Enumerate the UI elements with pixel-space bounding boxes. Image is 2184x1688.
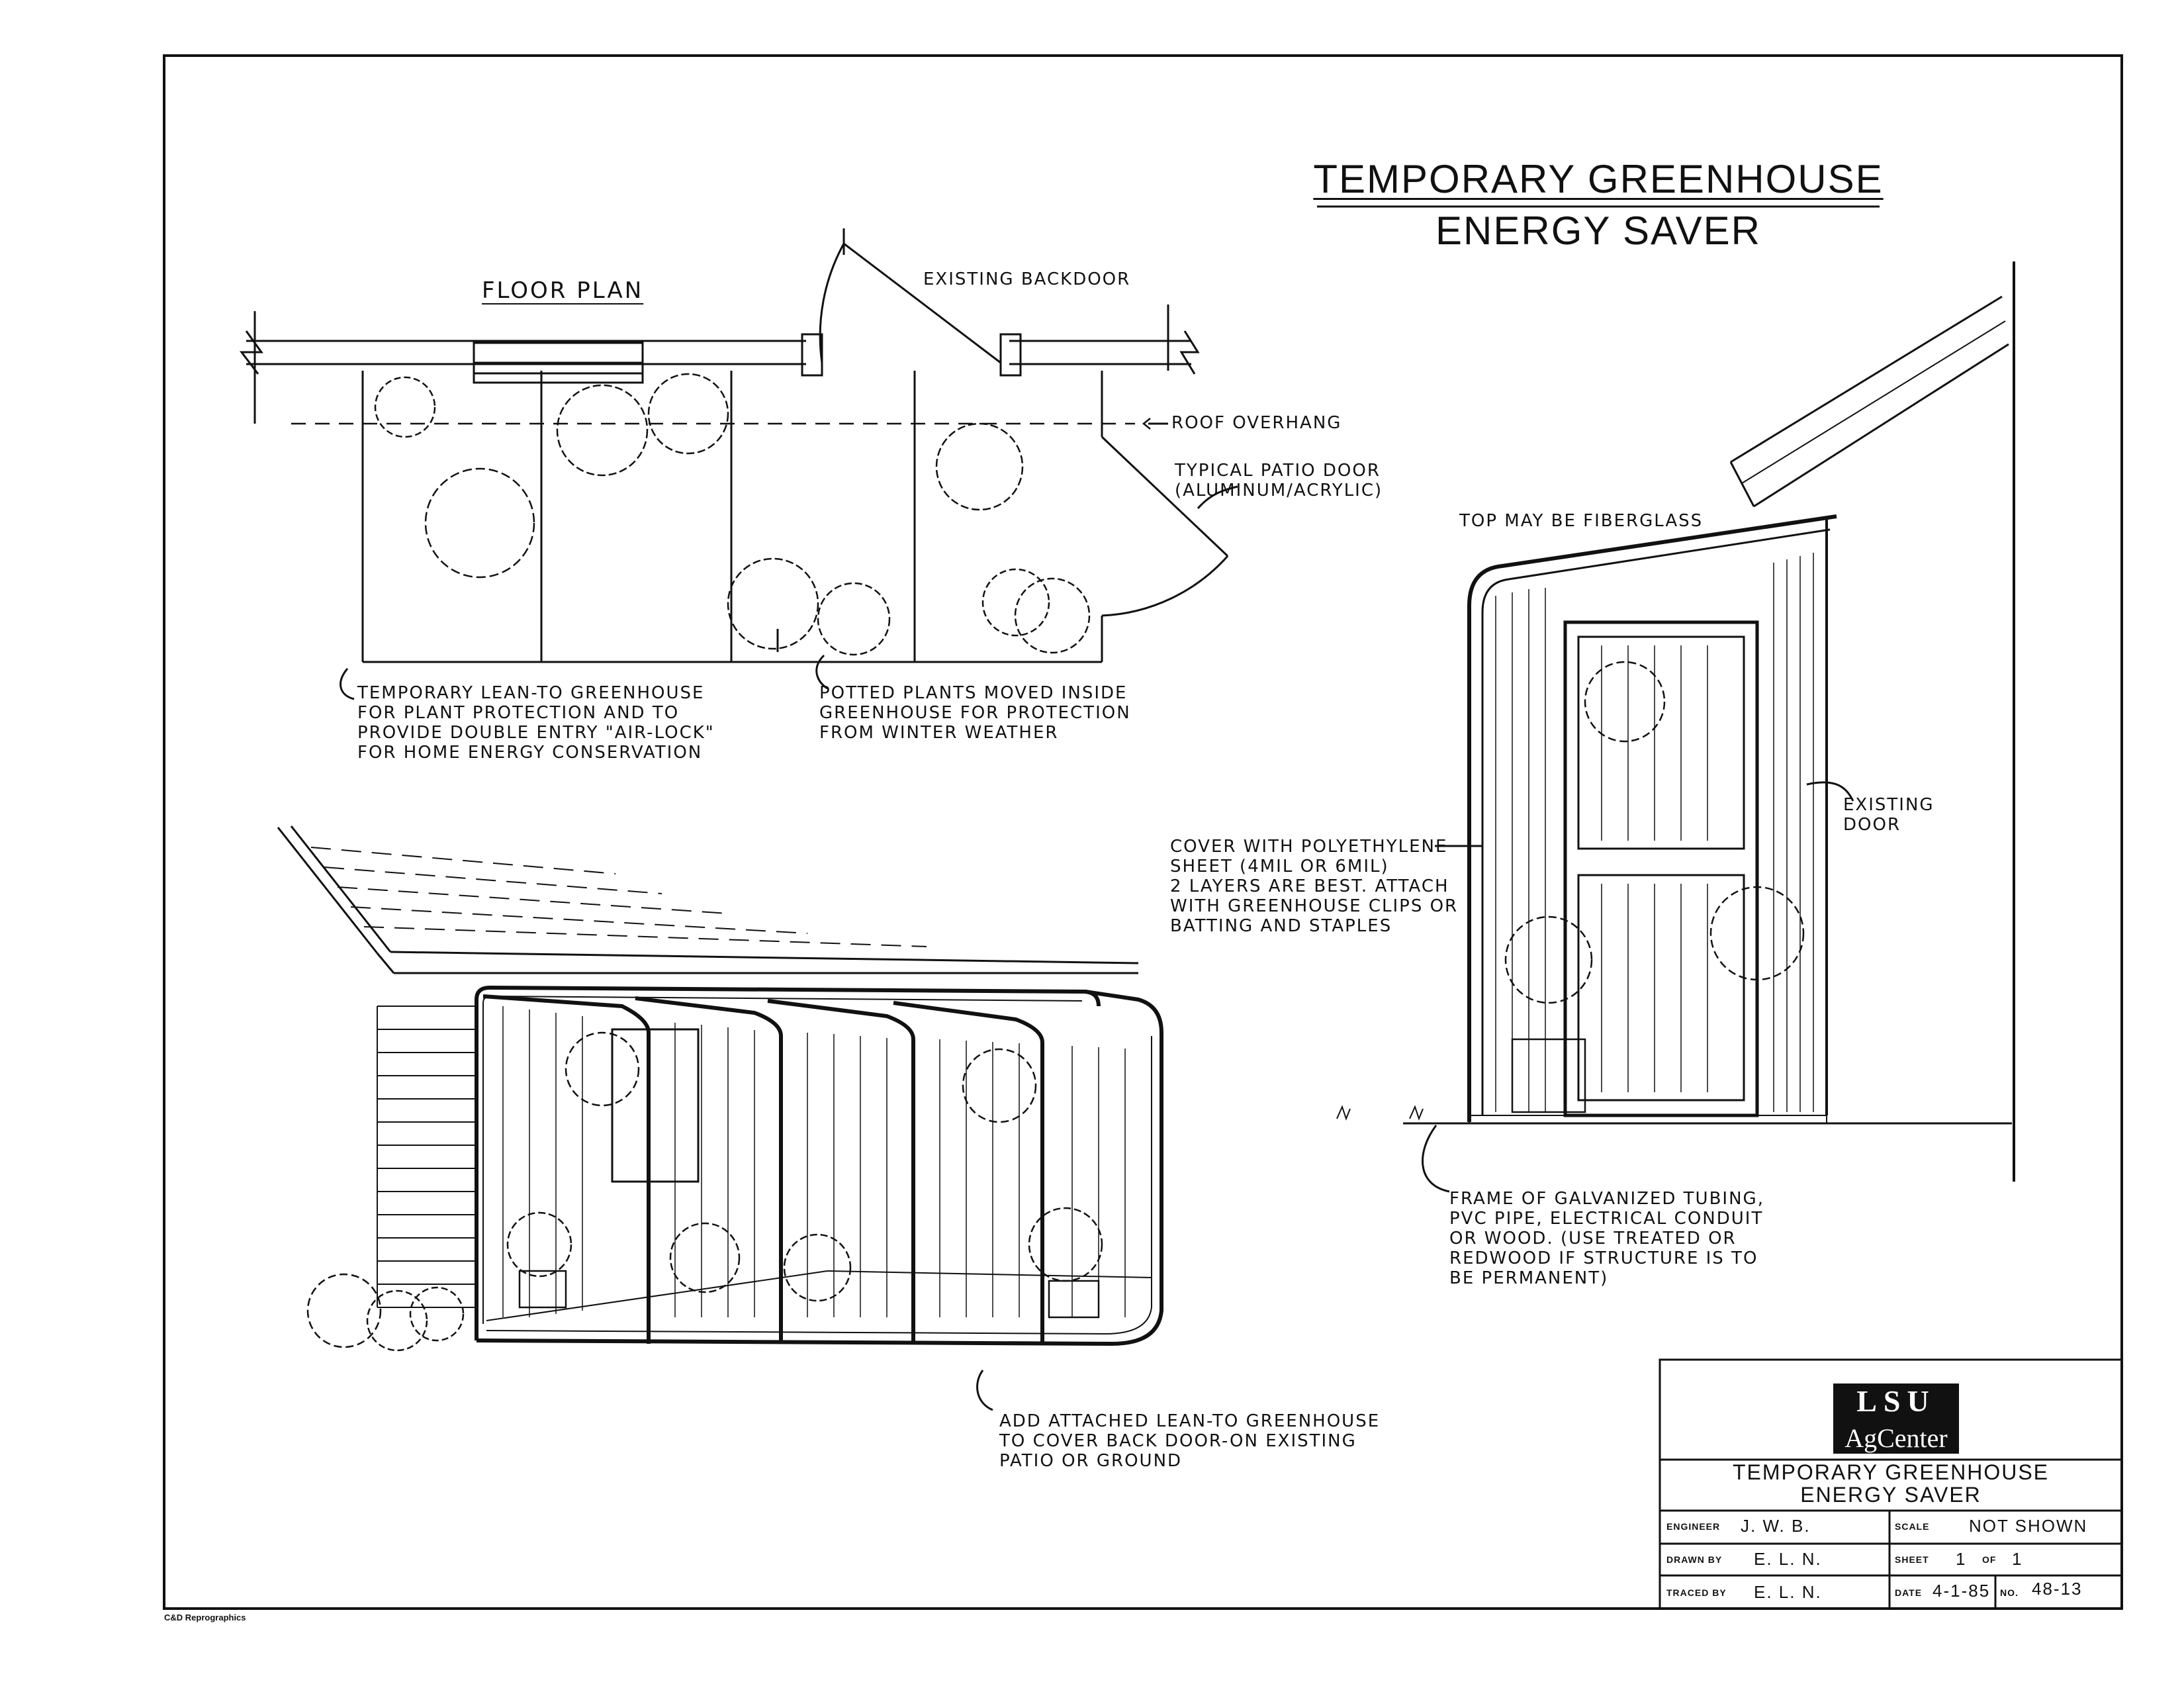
title-block-title-line2: ENERGY SAVER (1800, 1482, 1981, 1507)
engineer-label: ENGINEER (1666, 1521, 1721, 1532)
sheet-border (163, 54, 2123, 1610)
main-title-line1: TEMPORARY GREENHOUSE (1313, 157, 1884, 201)
side-view-drawing (1336, 261, 2015, 1193)
number-value: 48-13 (2032, 1579, 2083, 1599)
floor-plan-drawing (239, 228, 1238, 700)
attached-greenhouse-note: ADD ATTACHED LEAN-TO GREENHOUSE TO COVER… (999, 1411, 1381, 1471)
engineer-value: J. W. B. (1741, 1516, 1811, 1536)
number-label: NO. (2000, 1587, 2019, 1598)
drawn-by-label: DRAWN BY (1666, 1554, 1723, 1565)
title-block-title-line1: TEMPORARY GREENHOUSE (1732, 1460, 2049, 1484)
frame-note: FRAME OF GALVANIZED TUBING, PVC PIPE, EL… (1449, 1189, 1764, 1288)
lsu-agcenter-logo: LSU AgCenter (1833, 1383, 1959, 1454)
top-fiberglass-note: TOP MAY BE FIBERGLASS (1459, 511, 1704, 531)
title-block-title: TEMPORARY GREENHOUSE ENERGY SAVER (1660, 1460, 2122, 1507)
sheet-value: 1 (1956, 1549, 1967, 1569)
traced-by-label: TRACED BY (1666, 1587, 1727, 1598)
scale-value: NOT SHOWN (1969, 1516, 2088, 1536)
roof-overhang-label: ROOF OVERHANG (1171, 413, 1342, 433)
main-title-line2: ENERGY SAVER (1435, 209, 1761, 253)
existing-backdoor-label: EXISTING BACKDOOR (923, 269, 1131, 289)
potted-plants-note: POTTED PLANTS MOVED INSIDE GREENHOUSE FO… (819, 683, 1131, 743)
lean-to-note: TEMPORARY LEAN-TO GREENHOUSE FOR PLANT P… (357, 683, 715, 763)
svg-text:LSU: LSU (1856, 1384, 1935, 1418)
date-label: DATE (1895, 1587, 1923, 1598)
patio-door-label: TYPICAL PATIO DOOR (ALUMINUM/ACRYLIC) (1175, 461, 1383, 500)
sheet-total-value: 1 (2012, 1549, 2023, 1569)
svg-text:AgCenter: AgCenter (1844, 1423, 1948, 1453)
title-block-lines (1659, 1358, 2123, 1610)
of-label: OF (1982, 1554, 1997, 1565)
traced-by-value: E. L. N. (1754, 1582, 1822, 1602)
floor-plan-heading: FLOOR PLAN (482, 277, 644, 304)
sheet-label: SHEET (1895, 1554, 1929, 1565)
cover-polyethylene-note: COVER WITH POLYETHYLENE SHEET (4MIL OR 6… (1170, 837, 1459, 936)
scale-label: SCALE (1895, 1521, 1930, 1532)
reprographics-credit: C&D Reprographics (164, 1613, 246, 1622)
drawn-by-value: E. L. N. (1754, 1549, 1822, 1569)
perspective-drawing (277, 825, 1163, 1411)
date-value: 4-1-85 (1933, 1581, 1991, 1601)
existing-door-label: EXISTING DOOR (1843, 795, 1934, 835)
main-title: TEMPORARY GREENHOUSE ENERGY SAVER (1297, 156, 1899, 255)
